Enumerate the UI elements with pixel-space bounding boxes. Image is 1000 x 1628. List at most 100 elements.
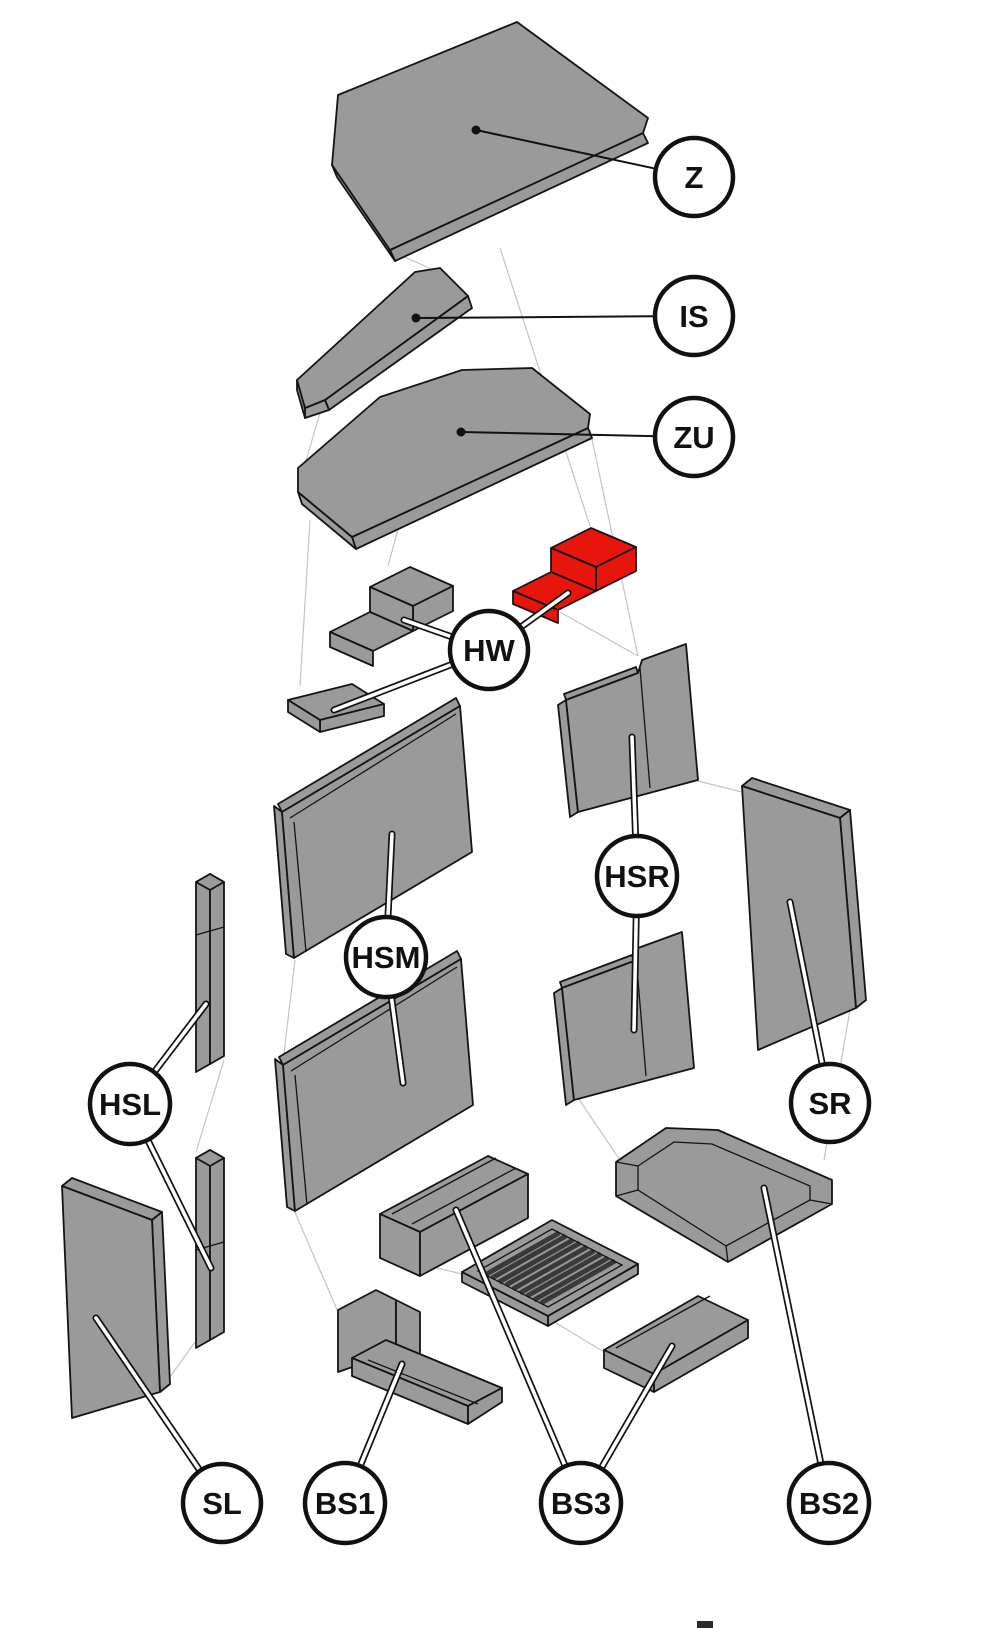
callout-hw-label: HW	[463, 633, 515, 668]
part-bs2[interactable]	[615, 1127, 833, 1263]
part-sr[interactable]	[741, 777, 867, 1051]
callout-hsl-label: HSL	[99, 1087, 161, 1122]
part-hsr-upper[interactable]	[557, 643, 699, 818]
callout-is-circle	[652, 274, 736, 358]
callout-hsl-circle	[87, 1061, 173, 1147]
callout-hsl[interactable]: HSL	[87, 1061, 173, 1147]
callout-z-label: Z	[685, 160, 704, 195]
callout-sr-circle	[788, 1061, 872, 1145]
part-z-top-face	[331, 21, 649, 251]
bs2-inner-rim	[637, 1141, 811, 1247]
part-hw-plate-small[interactable]	[287, 683, 385, 733]
part-hw-bracket-gray[interactable]	[329, 566, 454, 667]
callout-hsm-circle	[343, 914, 429, 1000]
bs2-corner-line	[615, 1189, 639, 1197]
callout-bs2[interactable]: BS2	[786, 1460, 872, 1546]
callout-hsr[interactable]: HSR	[594, 833, 680, 919]
bs2-corner-line	[725, 1245, 729, 1263]
callout-sr-label: SR	[808, 1086, 851, 1121]
connector-line	[693, 779, 743, 793]
callout-z-circle	[652, 135, 736, 219]
bs3-tray-front-right	[419, 1173, 529, 1277]
callout-hw-circle	[447, 608, 531, 692]
hsm-seam	[289, 713, 457, 819]
callout-bs3-circle	[538, 1460, 624, 1546]
callout-z[interactable]: Z	[652, 135, 736, 219]
hsm-seam	[294, 1074, 308, 1206]
bracket-lip	[512, 590, 559, 624]
hsm-front-face	[281, 705, 473, 959]
part-bs3-tray[interactable]	[379, 1155, 529, 1277]
grate-rib	[532, 1255, 610, 1303]
hsl-left-face	[195, 873, 211, 1073]
grate-rib	[518, 1248, 596, 1296]
bs3-bar-rim	[615, 1295, 711, 1349]
hsr-front-face	[565, 643, 699, 813]
part-bs1[interactable]	[337, 1289, 503, 1425]
callout-bs2-circle	[786, 1460, 872, 1546]
part-bs3-bar[interactable]	[603, 1295, 749, 1393]
callout-hsm[interactable]: HSM	[343, 914, 429, 1000]
part-z[interactable]	[331, 21, 649, 262]
connector-line	[299, 519, 311, 687]
hsl-step	[195, 926, 225, 936]
part-hsl-lower[interactable]	[195, 1149, 225, 1349]
callout-hw[interactable]: HW	[447, 608, 531, 692]
grate-rib	[511, 1244, 589, 1292]
sl-front-face	[61, 1185, 161, 1419]
callout-hsm-label: HSM	[352, 940, 421, 975]
callout-bs2-label: BS2	[799, 1486, 859, 1521]
part-hw-bracket-red-highlighted[interactable]	[512, 527, 637, 624]
connector-line	[282, 959, 296, 1063]
callout-is[interactable]: IS	[652, 274, 736, 358]
callout-bs3[interactable]: BS3	[538, 1460, 624, 1546]
part-bs3-grate[interactable]	[461, 1219, 639, 1327]
bs3-bar-front-right	[653, 1319, 749, 1393]
leader-zu-dot	[456, 427, 466, 437]
callout-zu[interactable]: ZU	[652, 395, 736, 479]
callout-bs1-circle	[302, 1460, 388, 1546]
bs1-trough-line	[367, 1359, 479, 1405]
hsl-top-cap	[195, 873, 225, 891]
callout-bs3-label: BS3	[551, 1486, 611, 1521]
grate-rib	[490, 1233, 568, 1281]
leader-bs3-tray	[454, 1208, 583, 1505]
bs3-tray-rim	[411, 1167, 517, 1225]
callout-hsr-circle	[594, 833, 680, 919]
hsl-right-face	[209, 873, 225, 1065]
part-is-top-face	[296, 267, 469, 409]
part-hsr-lower[interactable]	[553, 931, 695, 1106]
bs3-tray-rim	[391, 1157, 497, 1215]
grate-rib	[497, 1237, 575, 1285]
part-hsl-upper[interactable]	[195, 873, 225, 1073]
connector-line	[304, 405, 323, 465]
grate-rib	[525, 1251, 603, 1299]
grate-rib	[504, 1240, 582, 1288]
page-artifact	[697, 1621, 713, 1628]
grate-rib	[483, 1230, 561, 1278]
callout-hsr-label: HSR	[604, 859, 669, 894]
callout-bs1-label: BS1	[315, 1486, 375, 1521]
part-zu[interactable]	[297, 367, 593, 550]
callout-sl[interactable]: SL	[180, 1461, 264, 1545]
leader-bs2	[762, 1186, 831, 1505]
leader-is	[415, 315, 695, 319]
part-is[interactable]	[296, 267, 473, 419]
hsm-seam	[290, 966, 458, 1072]
callout-is-label: IS	[679, 299, 708, 334]
bs1-seat-end	[467, 1387, 503, 1425]
leader-z-dot	[471, 125, 481, 135]
part-zu-top-face	[297, 367, 591, 538]
bracket-lip	[329, 631, 374, 667]
part-hsm-upper[interactable]	[273, 697, 473, 959]
callout-zu-label: ZU	[673, 420, 714, 455]
hsl-top-cap	[195, 1149, 225, 1167]
callout-sr[interactable]: SR	[788, 1061, 872, 1145]
bs2-corner-line	[809, 1199, 833, 1205]
grate-rim	[476, 1228, 624, 1308]
callout-bs1[interactable]: BS1	[302, 1460, 388, 1546]
part-sl[interactable]	[61, 1177, 171, 1419]
bs2-outer	[615, 1127, 833, 1263]
